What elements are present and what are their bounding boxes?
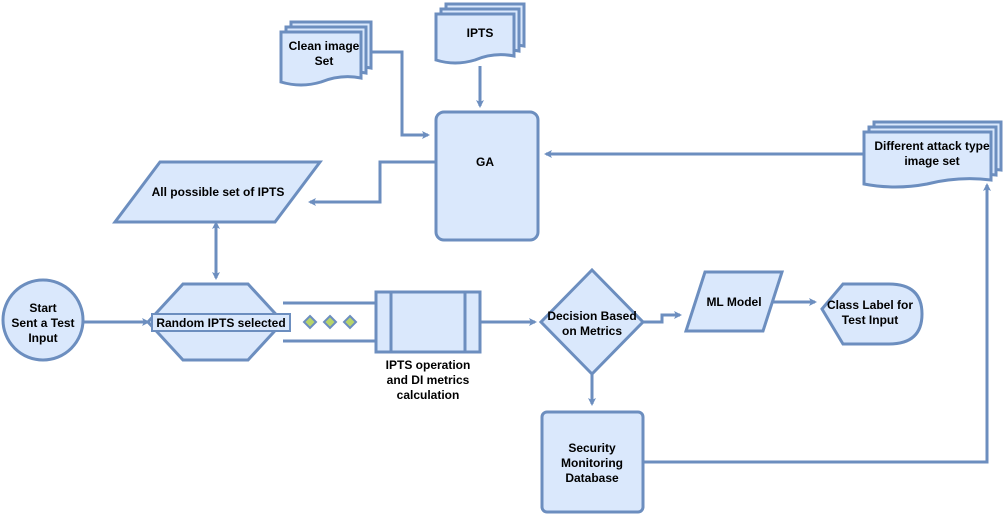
random-ipts-node: Random IPTS selected [145, 282, 291, 362]
decision-line1: Decision Based [547, 309, 636, 323]
security-db-node: Security Monitoring Database [540, 410, 645, 514]
clean-image-set-node: Clean image Set [279, 20, 373, 87]
decision-node: Decision Based on Metrics [538, 267, 646, 377]
ipts-operation-node: IPTS operation and DI metrics calculatio… [374, 290, 482, 402]
start-line3: Input [28, 331, 57, 345]
ipts-operation-line3: calculation [397, 388, 460, 402]
all-possible-ipts-node: All possible set of IPTS [112, 160, 323, 224]
edge-ga-to-all-ipts [308, 160, 435, 206]
class-label-line1: Class Label for [827, 298, 913, 312]
ipts-operation-line1: IPTS operation [386, 358, 471, 372]
edge-db-to-attack [643, 183, 991, 464]
edge-clean-to-ga [370, 50, 430, 139]
clean-image-set-line2: Set [315, 54, 334, 68]
ipts-operation-line2: and DI metrics [387, 373, 470, 387]
attack-image-set-node: Different attack type image set [862, 120, 1003, 189]
ellipsis-diamonds [302, 314, 358, 330]
ga-node: GA [434, 110, 540, 242]
start-node: Start Sent a Test Input [1, 278, 85, 362]
edge-decision-to-ml [641, 311, 682, 324]
decision-line2: on Metrics [562, 324, 622, 338]
security-db-line3: Database [565, 471, 619, 485]
ga-label: GA [476, 155, 494, 169]
start-line2: Sent a Test [11, 316, 74, 330]
security-db-line1: Security [568, 441, 616, 455]
class-label-node: Class Label for Test Input [820, 282, 924, 346]
random-ipts-label: Random IPTS selected [156, 316, 285, 330]
security-db-line2: Monitoring [561, 456, 623, 470]
ml-model-node: ML Model [683, 270, 785, 333]
ipts-node: IPTS [434, 2, 526, 65]
class-label-line2: Test Input [842, 313, 898, 327]
clean-image-set-line1: Clean image [289, 39, 360, 53]
start-line1: Start [29, 301, 56, 315]
attack-image-set-line2: image set [904, 154, 959, 168]
all-possible-ipts-label: All possible set of IPTS [152, 185, 285, 199]
ml-model-label: ML Model [706, 295, 761, 309]
attack-image-set-line1: Different attack type [874, 139, 990, 153]
ipts-label: IPTS [467, 26, 494, 40]
